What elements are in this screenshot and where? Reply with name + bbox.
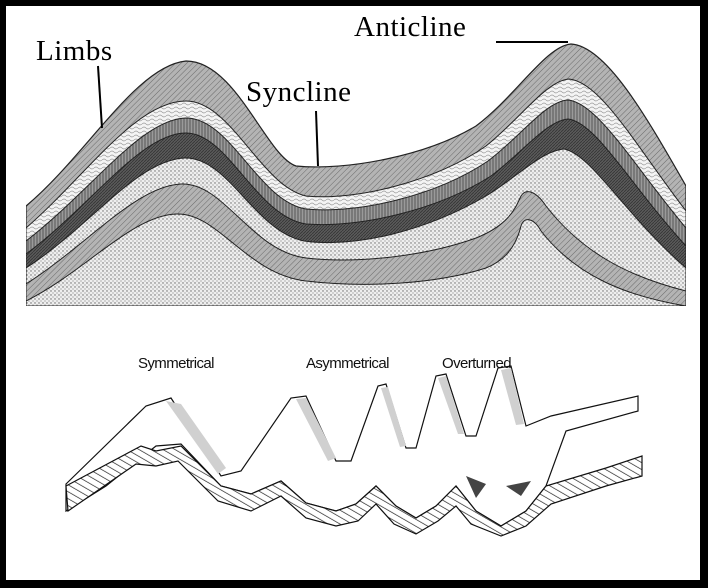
layer-base	[26, 213, 686, 306]
label-anticline: Anticline	[354, 11, 466, 43]
fold-diagram: Limbs Syncline Anticline Symmetrical Asy…	[26, 11, 686, 537]
label-asymmetrical: Asymmetrical	[306, 355, 389, 372]
fold-cross-section-edge	[65, 445, 643, 537]
fold-cross-section	[26, 43, 686, 306]
label-syncline: Syncline	[246, 76, 352, 108]
label-limbs: Limbs	[36, 35, 113, 67]
diagram-frame: Limbs Syncline Anticline Symmetrical Asy…	[6, 6, 700, 580]
leader-lines	[97, 41, 568, 167]
fold-types-block	[65, 365, 643, 537]
label-overturned: Overturned	[442, 355, 511, 372]
surface-shading	[166, 368, 524, 474]
overturned-cores	[466, 476, 531, 498]
syncline-leader	[315, 110, 319, 167]
limbs-leader	[97, 65, 103, 129]
label-symmetrical: Symmetrical	[138, 355, 214, 372]
